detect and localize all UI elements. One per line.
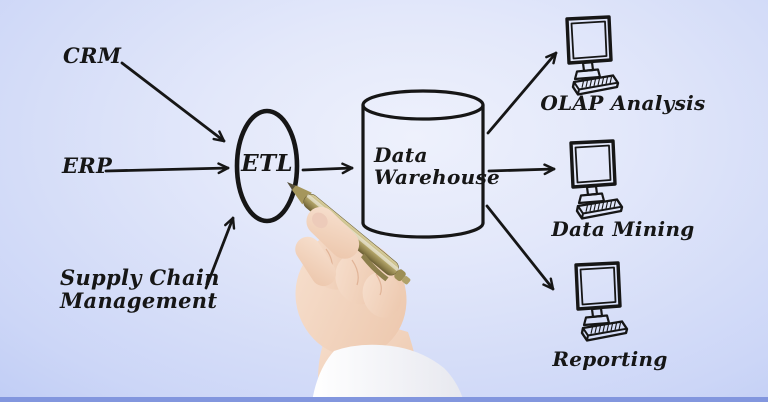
arrow-etl-to-warehouse xyxy=(301,162,354,175)
arrow-scm-to-etl xyxy=(204,216,236,290)
etl-ellipse-node xyxy=(234,108,300,224)
arrow-warehouse-to-mining xyxy=(487,163,556,176)
pen-cone xyxy=(292,185,312,205)
arrow-erp-to-etl xyxy=(104,162,230,175)
label-dw-line2: Warehouse xyxy=(374,165,501,189)
fingernail xyxy=(312,212,328,229)
olap-computer-icon xyxy=(565,15,620,97)
arrow-crm-to-etl xyxy=(120,61,226,143)
arrow-warehouse-to-olap xyxy=(486,51,558,135)
label-scm-line2: Management xyxy=(60,288,218,313)
label-scm-line1: Supply Chain xyxy=(60,265,220,290)
label-reporting: Reporting xyxy=(552,347,668,371)
label-data-warehouse: Data Warehouse xyxy=(374,144,500,188)
data-mining-computer-icon xyxy=(569,139,624,221)
thumb xyxy=(295,236,337,287)
label-etl: ETL xyxy=(241,150,293,177)
pen-end-cap xyxy=(394,269,406,282)
label-supply-chain-management: Supply Chain Management xyxy=(60,266,220,312)
bottom-border-strip xyxy=(0,397,768,402)
index-finger xyxy=(306,206,360,259)
label-dw-line1: Data xyxy=(374,143,428,167)
data-warehouse-cylinder xyxy=(361,89,485,239)
bent-finger xyxy=(362,272,402,318)
label-erp: ERP xyxy=(62,153,113,178)
pen-clip xyxy=(361,253,389,282)
pen-button xyxy=(402,276,411,285)
label-data-mining: Data Mining xyxy=(551,217,695,241)
shirt-cuff xyxy=(312,344,464,402)
label-olap-analysis: OLAP Analysis xyxy=(540,91,706,115)
arrow-warehouse-to-reporting xyxy=(485,204,555,291)
reporting-computer-icon xyxy=(574,261,629,343)
label-crm: CRM xyxy=(63,43,122,68)
hand-holding-pen xyxy=(287,182,464,402)
